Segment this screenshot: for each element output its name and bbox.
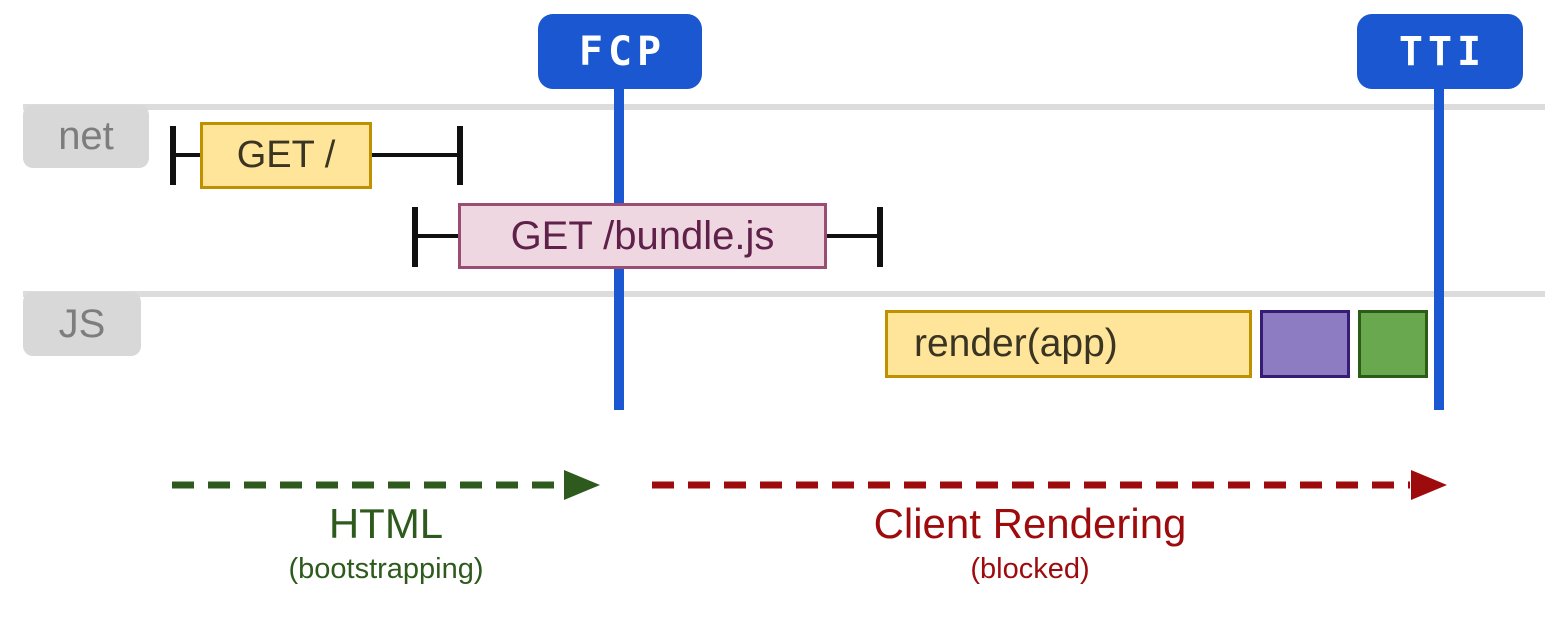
get-root-task-label: GET /: [236, 134, 336, 176]
js-lane-label: JS: [23, 292, 141, 356]
tti-marker-line: [1434, 84, 1444, 410]
get-bundle-whisker-right: [877, 207, 883, 267]
client-rendering-phase-subtitle: (blocked): [970, 553, 1090, 585]
get-root-whisker-right: [457, 126, 463, 185]
render-app-task: render(app): [885, 310, 1252, 378]
green-task-block: [1358, 310, 1428, 378]
tti-badge: TTI: [1357, 14, 1523, 89]
right-arrowhead-icon: [564, 470, 600, 500]
get-bundle-task: GET /bundle.js: [458, 203, 827, 269]
get-bundle-whisker-left: [412, 207, 418, 267]
render-app-task-label: render(app): [914, 322, 1118, 365]
net-lane-label: net: [23, 105, 149, 168]
right-arrowhead-icon: [1411, 470, 1447, 500]
tti-badge-text: TTI: [1398, 28, 1487, 75]
js-lane-label-text: JS: [58, 301, 106, 346]
get-bundle-task-label: GET /bundle.js: [510, 213, 775, 258]
js-lane-line: [23, 291, 1545, 297]
fcp-badge-text: FCP: [578, 28, 667, 75]
client-rendering-phase-label: Client Rendering (blocked): [790, 498, 1270, 588]
client-rendering-phase-arrow: [652, 470, 1447, 500]
html-phase-title: HTML: [328, 500, 444, 547]
html-phase-label: HTML (bootstrapping): [186, 498, 586, 588]
get-root-whisker-left: [170, 126, 176, 185]
net-lane-line: [23, 104, 1545, 110]
get-root-task: GET /: [200, 122, 372, 189]
client-rendering-phase-title: Client Rendering: [873, 500, 1187, 547]
purple-task-block: [1260, 310, 1350, 378]
net-lane-label-text: net: [58, 114, 114, 158]
fcp-badge: FCP: [538, 14, 702, 89]
html-phase-arrow: [172, 470, 600, 500]
html-phase-subtitle: (bootstrapping): [288, 553, 484, 585]
